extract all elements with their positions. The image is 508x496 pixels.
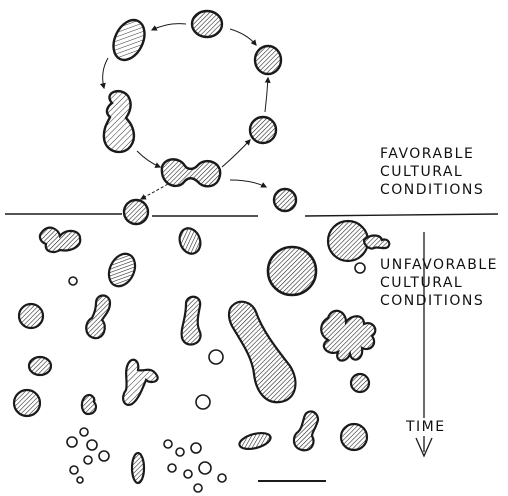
ghost-cell-10 xyxy=(70,466,78,474)
cell-elongated-1 xyxy=(182,297,201,345)
division-cycle xyxy=(104,11,296,224)
unfavorable-label: UNFAVORABLE CULTURAL CONDITIONS xyxy=(380,256,498,310)
ghost-cell-5 xyxy=(67,437,77,447)
ghost-cell-7 xyxy=(87,440,97,450)
cell-right-lower xyxy=(250,117,276,143)
arrow-to-right-lower xyxy=(222,140,250,167)
cell-left-budding xyxy=(104,91,134,152)
cell-round-3 xyxy=(14,390,40,416)
favorable-label-line-2: CULTURAL xyxy=(380,163,484,181)
ghost-cell-11 xyxy=(77,477,83,483)
arrow-to-dividing xyxy=(137,151,160,167)
ghost-cell-17 xyxy=(199,462,211,474)
cell-dividing xyxy=(162,159,220,186)
cell-top-right xyxy=(192,11,222,37)
ghost-cell-12 xyxy=(164,440,172,448)
ghost-cell-14 xyxy=(191,443,201,453)
ghost-cell-2 xyxy=(355,263,365,273)
arrow-left-down xyxy=(103,58,108,88)
cell-round-1 xyxy=(19,304,43,328)
ghost-cell-1 xyxy=(69,277,77,285)
cell-daughter-left xyxy=(124,200,148,224)
ghost-cell-18 xyxy=(194,484,202,492)
ghost-cell-13 xyxy=(176,448,184,456)
ghost-cell-3 xyxy=(209,350,223,364)
unfavorable-label-line-2: CULTURAL xyxy=(380,274,498,292)
cell-right-upper xyxy=(255,46,281,74)
ghost-cell-4 xyxy=(196,395,210,409)
cell-small-bud xyxy=(82,395,96,414)
cell-oval-1 xyxy=(176,225,204,256)
arrow-daughter-left xyxy=(141,184,168,199)
unfavorable-label-line-3: CONDITIONS xyxy=(380,292,498,310)
cell-round-2 xyxy=(351,374,369,392)
ghost-cell-15 xyxy=(168,464,176,472)
time-label-text: TIME xyxy=(406,418,446,436)
cell-thin-1 xyxy=(132,453,144,483)
unfavorable-label-line-1: UNFAVORABLE xyxy=(380,256,498,274)
empty-cells xyxy=(67,263,365,492)
time-label: TIME xyxy=(404,418,448,436)
cell-budding-3 xyxy=(294,411,318,450)
favorable-label: FAVORABLE CULTURAL CONDITIONS xyxy=(380,145,484,199)
favorable-label-line-1: FAVORABLE xyxy=(380,145,484,163)
cell-daughter-right xyxy=(274,189,296,211)
cell-oval-2 xyxy=(104,250,140,291)
condition-boundary xyxy=(5,214,498,216)
ghost-cell-16 xyxy=(184,470,192,478)
favorable-label-line-3: CONDITIONS xyxy=(380,181,484,199)
ghost-cell-9 xyxy=(84,456,92,464)
arrow-daughter-right xyxy=(230,180,266,187)
ghost-cell-6 xyxy=(80,428,88,436)
cell-branched xyxy=(123,360,158,405)
arrow-top-right xyxy=(230,29,256,45)
cell-large-1 xyxy=(328,221,368,261)
cell-top-left xyxy=(107,15,150,65)
cell-star-shape xyxy=(321,311,375,361)
cell-elongated-long xyxy=(229,302,295,402)
arrow-right-up xyxy=(265,78,268,112)
cell-round-4 xyxy=(341,424,367,450)
cell-budding-2 xyxy=(86,296,110,339)
ghost-cell-19 xyxy=(218,474,226,482)
arrow-top xyxy=(152,24,186,30)
cell-flat-1 xyxy=(238,430,273,452)
cell-large-1-bud xyxy=(364,236,389,249)
cell-irregular-1 xyxy=(40,228,80,252)
cell-oval-3 xyxy=(29,357,51,375)
ghost-cell-8 xyxy=(99,451,109,461)
cell-large-2 xyxy=(268,247,316,295)
